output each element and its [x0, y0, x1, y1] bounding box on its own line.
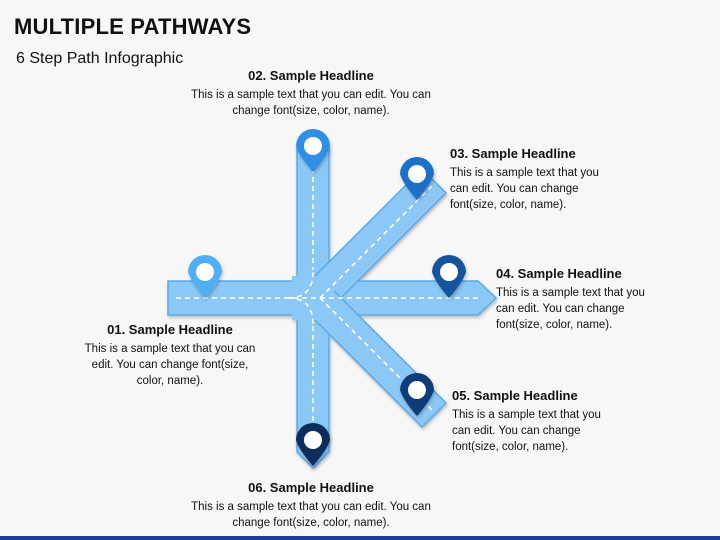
step-4-headline: 04. Sample Headline [496, 266, 622, 281]
step-5: 05. Sample Headline This is a sample tex… [452, 388, 612, 455]
step-5-headline: 05. Sample Headline [452, 388, 578, 403]
step-6-headline: 06. Sample Headline [248, 480, 374, 495]
step-6-text: This is a sample text that you can edit.… [191, 501, 431, 529]
step-4: 04. Sample Headline This is a sample tex… [496, 266, 656, 333]
step-2: 02. Sample Headline This is a sample tex… [180, 68, 442, 119]
step-6: 06. Sample Headline This is a sample tex… [180, 480, 442, 531]
map-pin-icon [400, 157, 434, 200]
step-5-text: This is a sample text that you can edit.… [452, 409, 601, 453]
map-pin-icon [432, 255, 466, 298]
page-title: MULTIPLE PATHWAYS [14, 14, 252, 39]
page-subtitle: 6 Step Path Infographic [16, 50, 184, 67]
map-pin-icon [400, 373, 434, 416]
step-4-text: This is a sample text that you can edit.… [496, 287, 645, 331]
step-2-text: This is a sample text that you can edit.… [191, 89, 431, 117]
step-1: 01. Sample Headline This is a sample tex… [80, 322, 260, 389]
step-2-headline: 02. Sample Headline [248, 68, 374, 83]
step-1-text: This is a sample text that you can edit.… [84, 343, 256, 387]
map-pin-icon [296, 129, 330, 172]
step-1-headline: 01. Sample Headline [107, 322, 233, 337]
bottom-accent-bar [0, 536, 720, 540]
step-3: 03. Sample Headline This is a sample tex… [450, 146, 610, 213]
map-pin-icon [188, 255, 222, 298]
step-3-headline: 03. Sample Headline [450, 146, 576, 161]
map-pin-icon [296, 423, 330, 466]
road-network [167, 130, 498, 470]
step-3-text: This is a sample text that you can edit.… [450, 167, 599, 211]
